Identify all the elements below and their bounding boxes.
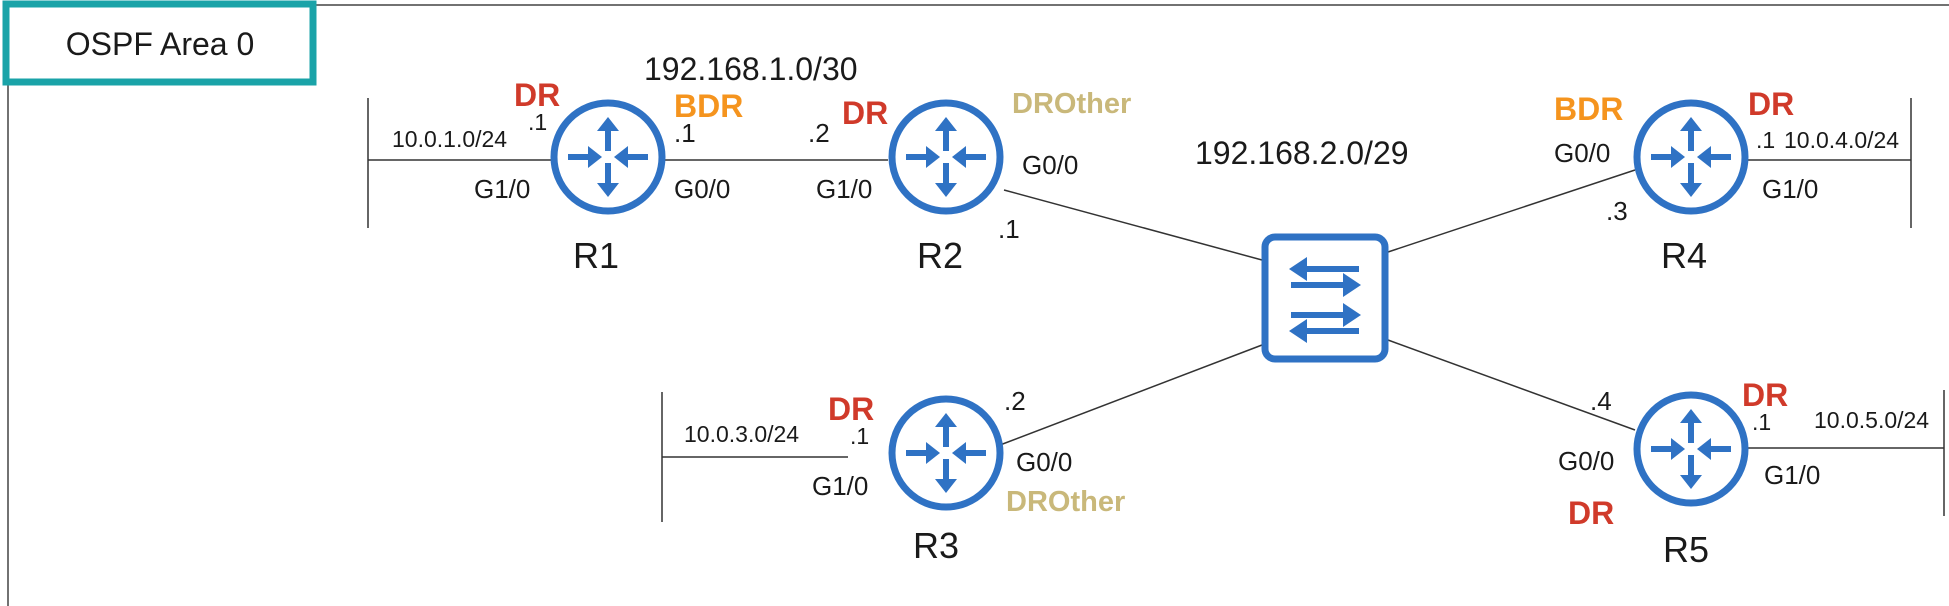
r2-switch-link: [1003, 189, 1263, 261]
router-icon: [1633, 99, 1749, 215]
r4-lan-interface: G1/0: [1762, 174, 1818, 204]
r4-wan-role: BDR: [1554, 91, 1623, 127]
r1-wan-interface: G0/0: [674, 174, 730, 204]
r2-lan-host: .2: [808, 118, 830, 148]
r4-lan-host: .1: [1756, 127, 1775, 153]
r4-wan-interface: G0/0: [1554, 138, 1610, 168]
router-r2[interactable]: [888, 99, 1004, 215]
r3-name: R3: [913, 525, 959, 566]
r2-lan-interface: G1/0: [816, 174, 872, 204]
router-r5[interactable]: [1633, 391, 1749, 507]
r4-switch-link: [1387, 169, 1636, 253]
r2-name: R2: [917, 235, 963, 276]
r4-wan-host: .3: [1606, 196, 1628, 226]
r1-wan-role: BDR: [674, 88, 743, 124]
r3-wan-role: DROther: [1006, 486, 1125, 518]
r5-lan-role: DR: [1742, 377, 1788, 413]
network-r1-r2-label: 192.168.1.0/30: [644, 51, 858, 87]
r3-lan-interface: G1/0: [812, 471, 868, 501]
switch[interactable]: [1261, 233, 1389, 363]
switch-icon: [1261, 233, 1389, 363]
area-label-border: [2, 0, 317, 86]
area-label-box: OSPF Area 0: [2, 0, 317, 86]
r1-lan-network: 10.0.1.0/24: [392, 126, 507, 152]
router-icon: [550, 99, 666, 215]
r4-lan-network: 10.0.4.0/24: [1784, 127, 1899, 153]
r2-wan-role: DROther: [1012, 88, 1131, 120]
r5-wan-role: DR: [1568, 495, 1614, 531]
r3-lan-role: DR: [828, 391, 874, 427]
r3-lan-host: .1: [850, 423, 869, 449]
r5-lan-network: 10.0.5.0/24: [1814, 407, 1929, 433]
r3-wan-interface: G0/0: [1016, 447, 1072, 477]
r3-wan-host: .2: [1004, 386, 1026, 416]
r5-wan-host: .4: [1590, 386, 1612, 416]
r2-wan-host: .1: [998, 214, 1020, 244]
router-r4[interactable]: [1633, 99, 1749, 215]
network-switch-lan-label: 192.168.2.0/29: [1195, 135, 1409, 171]
r1-wan-host: .1: [674, 118, 696, 148]
router-icon: [888, 99, 1004, 215]
r4-lan-role: DR: [1748, 86, 1794, 122]
router-icon: [888, 395, 1004, 511]
r5-name: R5: [1663, 529, 1709, 570]
r1-lan-host: .1: [528, 109, 547, 135]
router-icon: [1633, 391, 1749, 507]
r5-lan-host: .1: [1752, 409, 1771, 435]
r1-lan-role: DR: [514, 77, 560, 113]
r2-lan-role: DR: [842, 95, 888, 131]
r1-lan-interface: G1/0: [474, 174, 530, 204]
r5-lan-interface: G1/0: [1764, 460, 1820, 490]
r1-name: R1: [573, 235, 619, 276]
r3-lan-network: 10.0.3.0/24: [684, 421, 799, 447]
r4-name: R4: [1661, 235, 1707, 276]
r5-switch-link: [1387, 339, 1636, 431]
r5-wan-interface: G0/0: [1558, 446, 1614, 476]
r2-wan-interface: G0/0: [1022, 150, 1078, 180]
router-r3[interactable]: [888, 395, 1004, 511]
r3-switch-link: [999, 344, 1263, 446]
router-r1[interactable]: [550, 99, 666, 215]
area-label: OSPF Area 0: [66, 26, 255, 62]
